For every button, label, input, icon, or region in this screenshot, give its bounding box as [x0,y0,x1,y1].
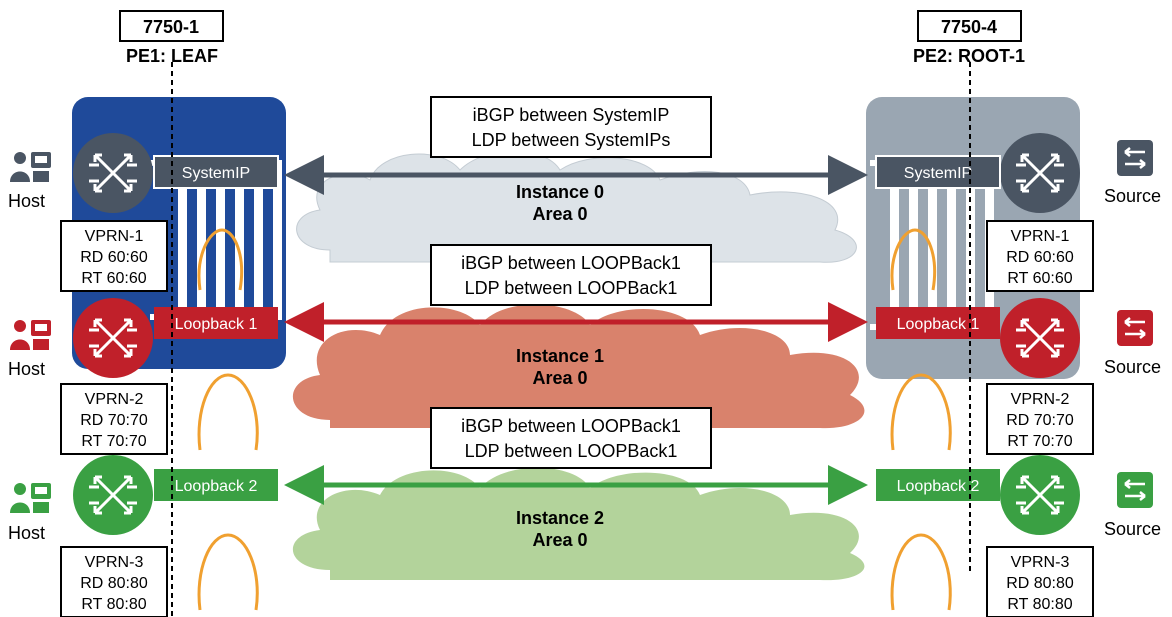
vprn-right-2: VPRN-2 RD 70:70 RT 70:70 [986,383,1094,455]
session-2-line1: iBGP between LOOPBack1 [461,416,681,436]
session-1-line2: LDP between LOOPBack1 [465,278,678,298]
pe1-router-loopback1-icon [73,298,153,378]
pe2-systemip-box [875,155,1001,189]
vprn-rings [197,228,952,611]
vprn-right-3-rd: RD 80:80 [1006,575,1074,592]
source-2-label: Source [1104,519,1161,539]
source-icon [1117,472,1153,508]
pe1-systemip-box [153,155,279,189]
vprn-left-3-rt: RT 80:80 [81,596,146,613]
vprn-left-3-name: VPRN-3 [85,554,144,571]
vprn-right-2-rt: RT 70:70 [1007,433,1072,450]
pe1-loopback1-box [154,307,278,339]
vprn-left-1-rd: RD 60:60 [80,249,148,266]
vprn-right-1-name: VPRN-1 [1011,228,1070,245]
instance-2-name: Instance 2 [516,508,604,528]
vprn-right-3: VPRN-3 RD 80:80 RT 80:80 [986,546,1094,617]
source-icon [1117,140,1153,176]
instance-1-area: Area 0 [532,368,587,388]
vprn-left-2-rt: RT 70:70 [81,433,146,450]
host-0-label: Host [8,191,45,211]
session-0-line1: iBGP between SystemIP [473,105,670,125]
host-icon [10,483,51,513]
vprn-left-2: VPRN-2 RD 70:70 RT 70:70 [60,383,168,455]
session-box-0 [430,96,712,158]
pe2-loopback2-box [876,469,1000,501]
vprn-left-1-rt: RT 60:60 [81,270,146,287]
vprn-left-3: VPRN-3 RD 80:80 RT 80:80 [60,546,168,617]
pe1-loopback2-box [154,469,278,501]
host-icon [10,152,51,182]
pe2-role: PE2: ROOT-1 [913,46,1025,66]
session-box-1 [430,244,712,306]
vprn-left-2-name: VPRN-2 [85,391,144,408]
vprn-left-3-rd: RD 80:80 [80,575,148,592]
pe1-router-system-icon [73,133,153,213]
session-0-line2: LDP between SystemIPs [472,130,671,150]
vprn-right-2-rd: RD 70:70 [1006,412,1074,429]
vprn-right-3-rt: RT 80:80 [1007,596,1072,613]
vprn-right-1-rd: RD 60:60 [1006,249,1074,266]
pe1-device-box [119,10,224,42]
instance-0-area: Area 0 [532,204,587,224]
host-1-label: Host [8,359,45,379]
vprn-right-1: VPRN-1 RD 60:60 RT 60:60 [986,220,1094,292]
instance-2-area: Area 0 [532,530,587,550]
pe1-device-name: 7750-1 [143,17,199,37]
pe1-role: PE1: LEAF [126,46,218,66]
pe2-loopback1-label: Loopback 1 [897,316,980,333]
pe2-router-loopback1-icon [1000,298,1080,378]
pe2-systemip-label: SystemIP [904,165,972,182]
host-icon [10,320,51,350]
pe2-loopback2-label: Loopback 2 [897,478,980,495]
vprn-right-3-name: VPRN-3 [1011,554,1070,571]
session-2-line2: LDP between LOOPBack1 [465,441,678,461]
vprn-left-2-rd: RD 70:70 [80,412,148,429]
vprn-right-2-name: VPRN-2 [1011,391,1070,408]
source-1-label: Source [1104,357,1161,377]
source-icon [1117,310,1153,346]
pe2-router-system-icon [1000,133,1080,213]
pe2-loopback1-box [876,307,1000,339]
pe1-router-loopback2-icon [73,455,153,535]
source-0-label: Source [1104,186,1161,206]
pe2-device-box [917,10,1022,42]
session-1-line1: iBGP between LOOPBack1 [461,253,681,273]
vprn-right-1-rt: RT 60:60 [1007,270,1072,287]
pe1-loopback1-label: Loopback 1 [175,316,258,333]
pe2-device-name: 7750-4 [941,17,997,37]
vprn-left-1: VPRN-1 RD 60:60 RT 60:60 [60,220,168,292]
pe2-router-loopback2-icon [1000,455,1080,535]
instance-0-name: Instance 0 [516,182,604,202]
pe1-loopback2-label: Loopback 2 [175,478,258,495]
pe1-systemip-label: SystemIP [182,165,250,182]
instance-1-name: Instance 1 [516,346,604,366]
host-2-label: Host [8,523,45,543]
session-box-2 [430,407,712,469]
vprn-left-1-name: VPRN-1 [85,228,144,245]
